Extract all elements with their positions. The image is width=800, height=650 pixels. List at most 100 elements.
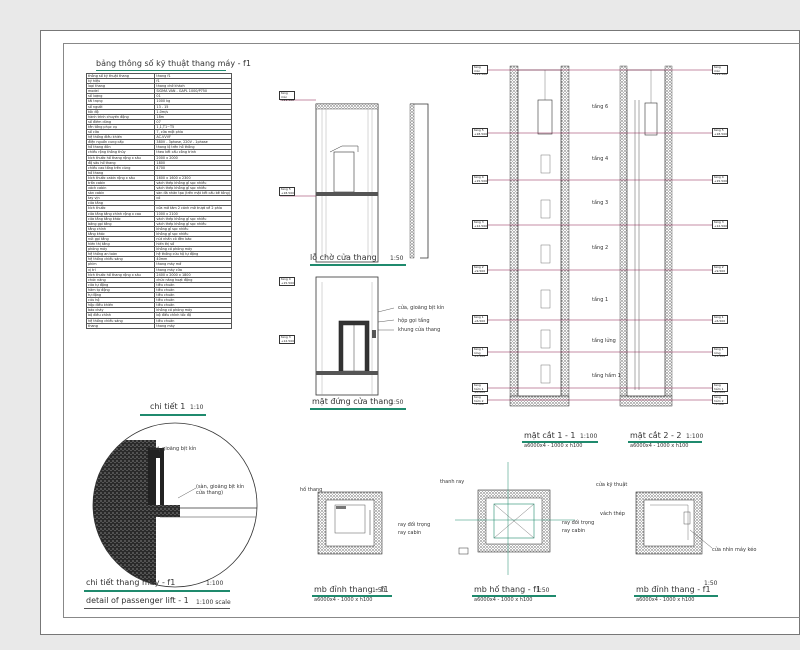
shaft-floor-label: tầng 1 (592, 297, 609, 303)
plan-a-label3: ray cabin (398, 530, 422, 536)
detail1-scale: 1:10 (190, 404, 204, 411)
spec-key: chiều cao tầng trên cùng (85, 164, 156, 171)
plan-b-label3: ray cabin (562, 528, 586, 534)
level-tag-right: tầng 1 lửng+3.300 (712, 347, 728, 359)
level-tag-left: tầng mái+21.500 (472, 65, 488, 77)
level-tag-door: tầng 4+15.500 (279, 277, 295, 286)
spec-key: chiều rộng thông thủy (85, 149, 156, 156)
detail-block-subtitle: detail of passenger lift - 1 (86, 596, 189, 605)
detail-block-title: chi tiết thang máy - f1 (86, 578, 176, 587)
section-b-note: a6000x4 - 1000 x h100 (630, 443, 689, 449)
level-tag-left: tầng 2+9.500 (472, 265, 488, 274)
level-tag-floor: tầng 3 (281, 335, 291, 339)
level-tag-left: tầng 4+15.500 (472, 175, 488, 184)
spec-value: thang máy (154, 322, 232, 329)
level-tag-elevation: +0.000 (474, 390, 486, 395)
level-tag-elevation: +15.500 (474, 178, 488, 183)
callout-door-frame: khung cửa thang (398, 327, 441, 333)
section-2-2 (619, 65, 673, 407)
level-tag-elevation: +0.000 (714, 390, 726, 395)
level-tag-door: tầng mái+21.500 (279, 91, 295, 103)
level-tag-elevation: +3.300 (474, 354, 486, 359)
section-b-title: mặt cắt 2 - 2 (630, 431, 682, 440)
spec-value: vách thép không gỉ sọc nhiều (154, 220, 232, 227)
level-tag-elevation: -1.500 (474, 402, 484, 407)
plan-c-underline (634, 595, 718, 597)
level-tag-right: tầng 3+12.500 (712, 220, 728, 229)
shaft-floor-label: tầng lửng (592, 338, 616, 344)
spec-value: vách thép không gỉ sọc nhiều (154, 185, 232, 192)
level-tag-floor: tầng 2 (474, 265, 484, 269)
spec-key: điện nguồn cung cấp (85, 139, 156, 146)
detail1-underline (140, 414, 206, 416)
level-tag-floor: tầng 4 (281, 277, 291, 281)
level-tag-elevation: +9.500 (714, 268, 726, 273)
plan-b-scale: 1:50 (536, 587, 550, 594)
plan-top-a (317, 491, 383, 555)
shaft-floor-label: tầng hầm 1 (592, 373, 621, 379)
detail-block-underline (84, 590, 230, 592)
level-tag-elevation: +18.500 (281, 190, 295, 195)
level-tag-floor: tầng 5 (714, 128, 724, 132)
level-tag-elevation: +6.500 (714, 318, 726, 323)
door-front-elevation (315, 276, 395, 396)
level-tag-elevation: -1.500 (714, 402, 724, 407)
plan-b-label: thanh ray (440, 479, 465, 485)
plan-c-label3: cửa nhìn máy kéo (712, 547, 757, 553)
spec-value: hệ thống cứu hộ tự động (154, 251, 232, 258)
level-tag-door: tầng 5+18.500 (279, 187, 295, 196)
spec-key: cửa tầng tầng chính rộng x cao (85, 210, 156, 217)
spec-key: hệ thống chiếu sáng (85, 317, 156, 324)
level-tag-floor: tầng 3 (474, 220, 484, 224)
door-opening-title: lỗ chờ cửa thang (310, 253, 377, 262)
level-tag-left: tầng 3+12.500 (472, 220, 488, 229)
door-front-scale: 1:50 (390, 399, 404, 406)
detail1-title: chi tiết 1 (150, 402, 186, 411)
door-section-side (409, 103, 429, 259)
section-a-underline (522, 441, 598, 443)
callout-detail-seal: cửa, gioăng bịt kín (150, 446, 197, 452)
spec-value: sàn đá nhân tạo (trên mặt kết cấu bê tôn… (154, 190, 232, 197)
plan-c-scale: 1:50 (704, 580, 718, 587)
spec-value: 380V - 3phase, 220V - 1phase (154, 139, 232, 146)
level-tag-elevation: +21.500 (474, 72, 488, 77)
level-tag-floor: tầng 2 (714, 265, 724, 269)
door-opening-elevation (280, 99, 379, 263)
level-tag-floor: tầng mái (714, 65, 721, 73)
section-a-title: mặt cắt 1 - 1 (524, 431, 576, 440)
level-tag-floor: tầng 1 (474, 315, 484, 319)
plan-c-label: cửa kỹ thuật (596, 482, 628, 488)
level-tag-elevation: +15.500 (714, 178, 728, 183)
spec-key: hệ thống chiếu sáng (85, 256, 156, 263)
level-tag-right: tầng 5+18.500 (712, 128, 728, 137)
level-tag-floor: tầng mái (474, 65, 481, 73)
door-opening-scale: 1:50 (390, 255, 404, 262)
spec-key: kích thước hố thang rộng x sâu (85, 271, 156, 278)
level-tag-elevation: +12.500 (714, 223, 728, 228)
plan-c-title: mb đỉnh thang - f1 (636, 585, 711, 594)
level-tag-elevation: +21.500 (281, 98, 295, 103)
level-tag-floor: tầng 5 (281, 187, 291, 191)
level-tag-elevation: +12.500 (281, 338, 295, 343)
spec-table-underline (96, 70, 226, 71)
level-tag-right: tầng hầm 2-1.500 (712, 395, 728, 407)
level-tag-floor: tầng hầm 1 (474, 383, 484, 391)
section-a-scale: 1:100 (580, 433, 598, 440)
level-tag-floor: tầng hầm 1 (714, 383, 724, 391)
spec-key: kích thước cabin rộng x sâu (85, 174, 156, 181)
level-tag-floor: tầng mái (281, 91, 288, 99)
floor-lines (488, 69, 724, 401)
level-tag-right: tầng hầm 1+0.000 (712, 383, 728, 395)
shaft-floor-label: tầng 2 (592, 245, 609, 251)
level-tag-elevation: +21.500 (714, 72, 728, 77)
spec-value: SIGMA VAN - GAPL 1000/P750 (154, 88, 232, 95)
plan-b-title: mb hố thang - f1 (474, 585, 542, 594)
level-tag-elevation: +3.300 (714, 354, 726, 359)
level-tag-left: tầng hầm 2-1.500 (472, 395, 488, 407)
spec-key: kích thước hố thang rộng x sâu (85, 154, 156, 161)
